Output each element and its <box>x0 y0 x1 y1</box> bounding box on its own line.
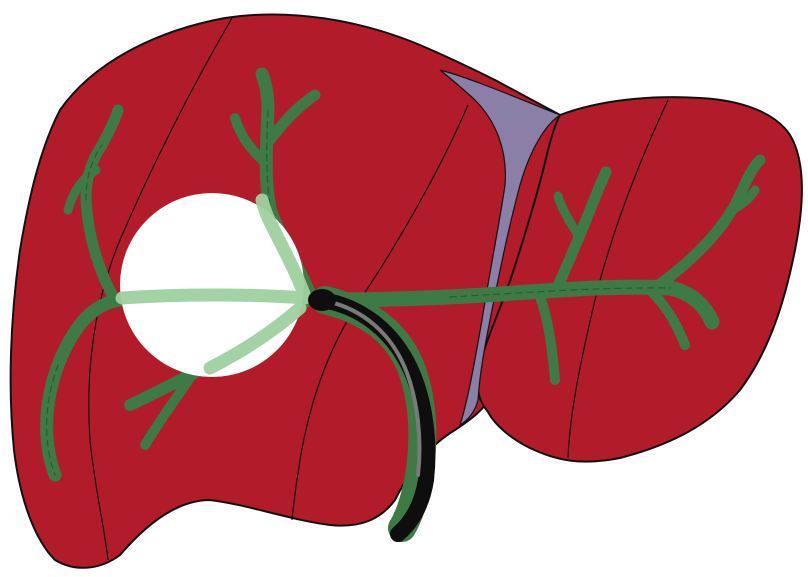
catheter-tip <box>308 289 336 311</box>
lesion-duct-horizontal <box>122 295 305 298</box>
